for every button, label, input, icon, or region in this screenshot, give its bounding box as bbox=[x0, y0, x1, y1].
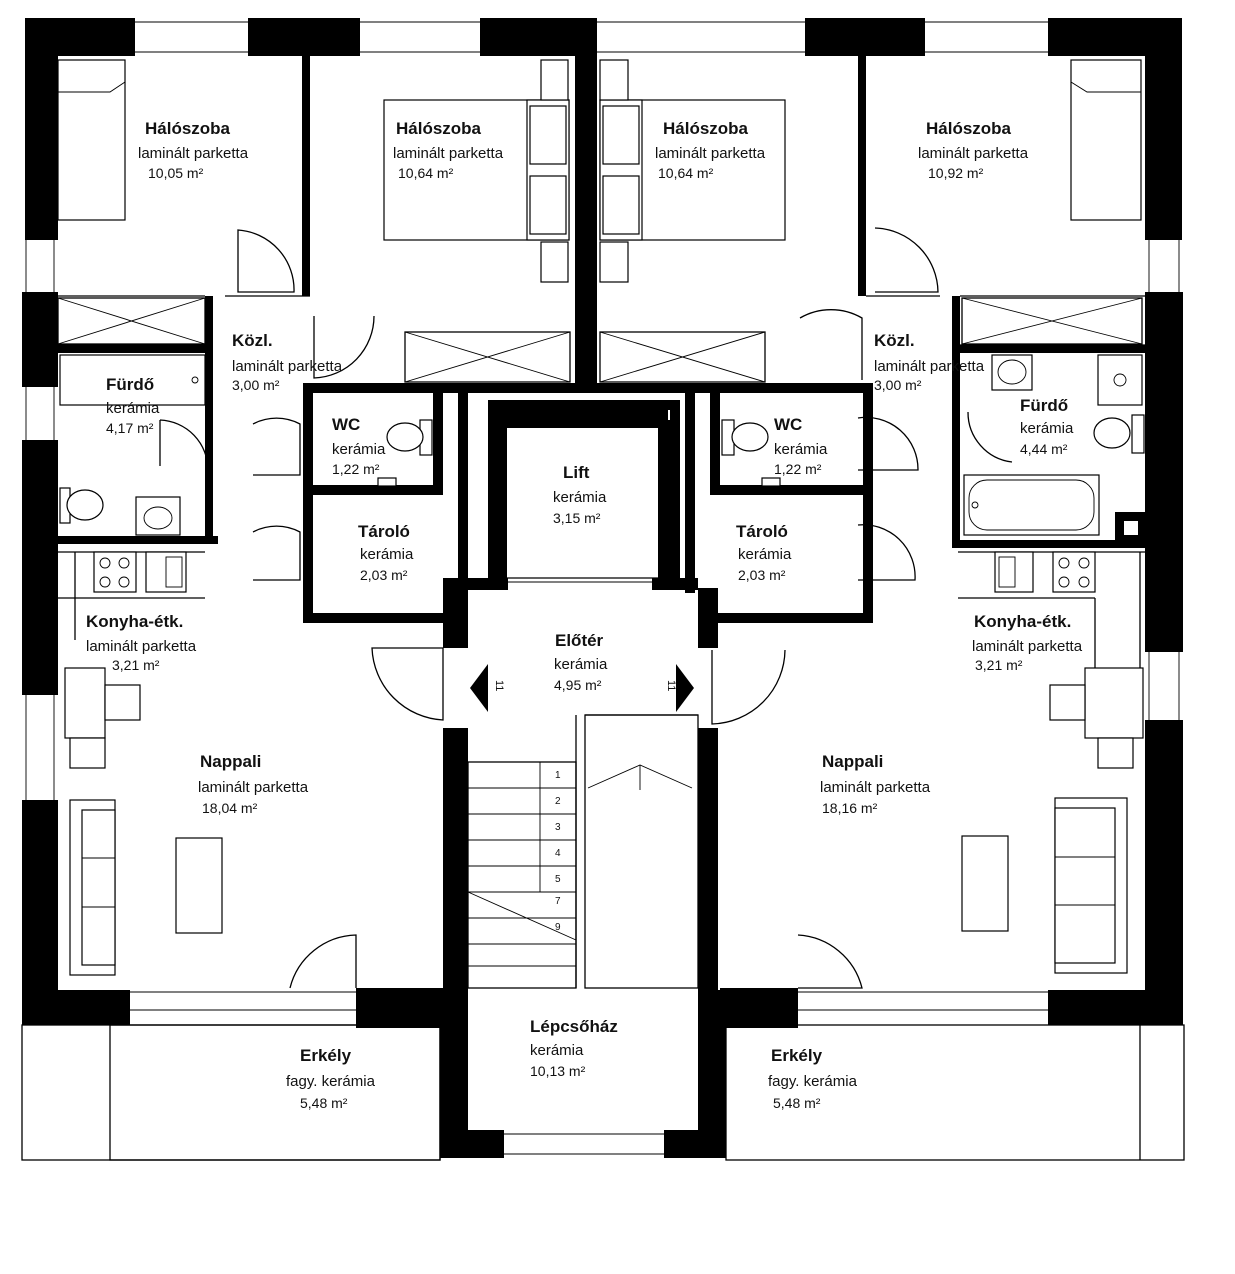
room-area: 3,00 m² bbox=[232, 377, 280, 393]
room-material: laminált parketta bbox=[972, 638, 1083, 655]
room-material: laminált parketta bbox=[655, 145, 766, 162]
room-material: kerámia bbox=[530, 1042, 584, 1059]
room-name: Nappali bbox=[822, 752, 883, 771]
room-name: Erkély bbox=[300, 1046, 352, 1065]
section-marks: 11 11 bbox=[470, 664, 694, 712]
room-name: Hálószoba bbox=[926, 119, 1012, 138]
step-label: 9 bbox=[555, 922, 561, 933]
room-name: Konyha-étk. bbox=[974, 612, 1071, 631]
room-material: laminált parketta bbox=[820, 779, 931, 796]
room-material: laminált parketta bbox=[138, 145, 249, 162]
room-area: 1,22 m² bbox=[774, 461, 822, 477]
room-area: 3,21 m² bbox=[112, 657, 160, 673]
room-name: Fürdő bbox=[1020, 396, 1068, 415]
furniture bbox=[57, 59, 1145, 976]
room-area: 10,92 m² bbox=[928, 165, 984, 181]
doors bbox=[159, 227, 1013, 989]
room-area: 3,00 m² bbox=[874, 377, 922, 393]
room-name: Fürdő bbox=[106, 375, 154, 394]
room-material: laminált parketta bbox=[393, 145, 504, 162]
room-material: kerámia bbox=[332, 441, 386, 458]
room-name: Hálószoba bbox=[663, 119, 749, 138]
room-material: laminált parketta bbox=[918, 145, 1029, 162]
room-name: Előtér bbox=[555, 631, 604, 650]
room-name: Tároló bbox=[736, 522, 788, 541]
outer-walls bbox=[22, 18, 1183, 1158]
room-area: 4,95 m² bbox=[554, 677, 602, 693]
room-name: Lépcsőház bbox=[530, 1017, 618, 1036]
interior-walls bbox=[58, 56, 1147, 990]
room-area: 10,05 m² bbox=[148, 165, 204, 181]
room-material: laminált parketta bbox=[198, 779, 309, 796]
room-area: 4,44 m² bbox=[1020, 441, 1068, 457]
room-area: 10,64 m² bbox=[658, 165, 714, 181]
room-name: Erkély bbox=[771, 1046, 823, 1065]
room-area: 1,22 m² bbox=[332, 461, 380, 477]
room-name: Hálószoba bbox=[145, 119, 231, 138]
room-name: Közl. bbox=[232, 331, 273, 350]
room-area: 3,21 m² bbox=[975, 657, 1023, 673]
room-area: 5,48 m² bbox=[773, 1095, 821, 1111]
room-name: Nappali bbox=[200, 752, 261, 771]
room-material: kerámia bbox=[774, 441, 828, 458]
room-area: 5,48 m² bbox=[300, 1095, 348, 1111]
room-material: laminált parketta bbox=[232, 358, 343, 375]
step-label: 2 bbox=[555, 796, 561, 807]
staircase: 1 2 3 4 5 7 9 bbox=[467, 714, 699, 989]
room-name: Lift bbox=[563, 463, 590, 482]
room-name: Konyha-étk. bbox=[86, 612, 183, 631]
room-material: fagy. kerámia bbox=[768, 1073, 858, 1090]
section-mark-left: 11 bbox=[493, 680, 505, 691]
step-label: 3 bbox=[555, 822, 561, 833]
room-material: fagy. kerámia bbox=[286, 1073, 376, 1090]
room-material: laminált parketta bbox=[874, 358, 985, 375]
step-label: 4 bbox=[555, 848, 561, 859]
room-area: 10,64 m² bbox=[398, 165, 454, 181]
room-area: 4,17 m² bbox=[106, 420, 154, 436]
room-material: kerámia bbox=[360, 546, 414, 563]
step-label: 1 bbox=[555, 770, 561, 781]
room-material: kerámia bbox=[554, 656, 608, 673]
room-area: 2,03 m² bbox=[360, 567, 408, 583]
step-label: 5 bbox=[555, 874, 561, 885]
balconies bbox=[21, 1024, 1185, 1161]
room-area: 18,16 m² bbox=[822, 800, 878, 816]
room-material: kerámia bbox=[738, 546, 792, 563]
step-label: 7 bbox=[555, 896, 561, 907]
room-name: Tároló bbox=[358, 522, 410, 541]
room-area: 3,15 m² bbox=[553, 510, 601, 526]
room-area: 2,03 m² bbox=[738, 567, 786, 583]
section-mark-right: 11 bbox=[665, 680, 677, 691]
room-material: laminált parketta bbox=[86, 638, 197, 655]
room-material: kerámia bbox=[1020, 420, 1074, 437]
room-area: 10,13 m² bbox=[530, 1063, 586, 1079]
room-material: kerámia bbox=[106, 400, 160, 417]
closets bbox=[57, 297, 1143, 383]
room-name: Közl. bbox=[874, 331, 915, 350]
room-labels: Hálószoba laminált parketta 10,05 m² Hál… bbox=[86, 119, 1083, 1111]
room-name: WC bbox=[774, 415, 802, 434]
room-material: kerámia bbox=[553, 489, 607, 506]
room-area: 18,04 m² bbox=[202, 800, 258, 816]
room-name: Hálószoba bbox=[396, 119, 482, 138]
room-name: WC bbox=[332, 415, 360, 434]
